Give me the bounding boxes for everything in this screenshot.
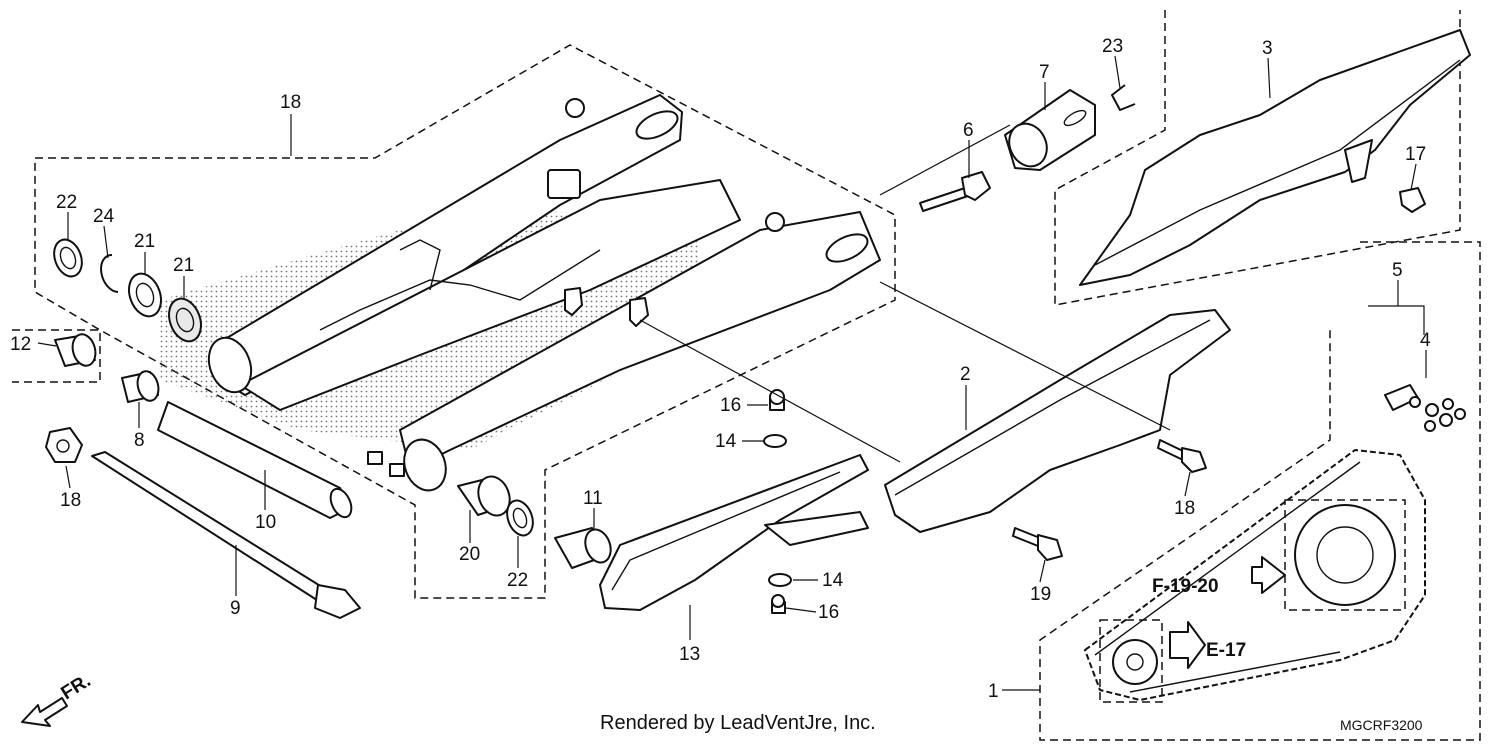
callout-22-left[interactable]: 22 (56, 192, 77, 213)
callout-1[interactable]: 1 (988, 681, 999, 702)
needle-bearing-20[interactable] (457, 472, 515, 520)
pivot-nut-19[interactable] (45, 427, 83, 463)
leader-5 (1368, 280, 1425, 335)
leader-18b (1039, 559, 1046, 583)
front-direction-marker: FR. (21, 670, 95, 727)
callout-14-lower[interactable]: 14 (822, 570, 844, 591)
washer-14-lower[interactable] (768, 573, 792, 587)
leader-16b (785, 607, 817, 613)
callout-3[interactable]: 3 (1262, 38, 1273, 59)
ref-e17-label[interactable]: E-17 (1206, 640, 1246, 661)
callout-5[interactable]: 5 (1392, 260, 1403, 281)
pivot-bolt-9[interactable] (91, 451, 361, 619)
callout-21-outer[interactable]: 21 (134, 231, 155, 252)
callout-21-inner[interactable]: 21 (173, 255, 194, 276)
alignment-line-3 (879, 124, 1011, 196)
pivot-collar-10[interactable] (157, 401, 355, 520)
bolt-18-upper[interactable] (1157, 439, 1207, 473)
seal-inset-outline (12, 329, 101, 383)
drive-sprocket (1099, 619, 1163, 703)
chain-guard-inset-outline (1054, 10, 1461, 306)
collar-8[interactable] (121, 369, 162, 403)
rear-sprocket (1284, 499, 1406, 611)
callout-14-upper[interactable]: 14 (715, 431, 737, 452)
callout-9[interactable]: 9 (230, 598, 241, 619)
ref-f1920-label[interactable]: F-19-20 (1152, 576, 1219, 597)
callout-23[interactable]: 23 (1102, 36, 1123, 57)
alignment-line-1 (879, 281, 1171, 431)
clip-23[interactable] (1111, 84, 1136, 111)
callout-20[interactable]: 20 (459, 544, 480, 565)
callout-18-upper[interactable]: 18 (1174, 498, 1195, 519)
leader-17 (1410, 163, 1417, 191)
callout-8[interactable]: 8 (134, 430, 145, 451)
bolt-17[interactable] (1399, 187, 1426, 213)
chain-adjuster-7[interactable] (1002, 89, 1096, 173)
snap-ring-24[interactable] (100, 253, 119, 293)
leader-18a (1184, 471, 1191, 497)
bolt-18-lower[interactable] (1012, 527, 1063, 561)
callout-16-upper[interactable]: 16 (720, 395, 741, 416)
front-arrow-icon (21, 697, 68, 727)
callout-13[interactable]: 13 (679, 644, 700, 665)
callout-12[interactable]: 12 (10, 334, 31, 355)
callout-18-lower[interactable]: 19 (1030, 584, 1051, 605)
dust-seal-22-right[interactable] (503, 497, 538, 539)
arrow-f1920-icon (1251, 556, 1286, 594)
chain-slider-13[interactable] (599, 454, 869, 611)
callout-7[interactable]: 7 (1039, 62, 1050, 83)
callout-15[interactable]: 18 (280, 92, 301, 113)
callout-17[interactable]: 17 (1405, 144, 1426, 165)
collar-12[interactable] (54, 332, 99, 369)
washer-14-upper[interactable] (763, 434, 787, 448)
collar-11[interactable] (554, 526, 615, 569)
drawing-code: MGCRF3200 (1340, 717, 1423, 733)
arrow-e17-icon (1169, 621, 1206, 669)
callout-11[interactable]: 11 (583, 488, 603, 509)
drive-chain-inset-outline (1039, 241, 1481, 741)
callout-19[interactable]: 18 (60, 490, 81, 511)
callout-2[interactable]: 2 (960, 364, 971, 385)
chain-case-2[interactable] (884, 309, 1231, 533)
leader-3 (1267, 57, 1271, 99)
callout-6[interactable]: 6 (963, 120, 974, 141)
callout-22-right[interactable]: 22 (507, 570, 528, 591)
callout-24[interactable]: 24 (93, 206, 115, 227)
alignment-line-2 (639, 319, 901, 463)
swingarm-assembly-outline (34, 44, 896, 599)
bolt-16-upper[interactable] (769, 389, 785, 411)
adjuster-bolt-6[interactable] (919, 171, 991, 212)
leader-19 (65, 465, 71, 489)
leader-23 (1114, 55, 1121, 89)
leader-24 (103, 225, 109, 259)
leader-12 (37, 342, 57, 347)
callout-16-lower[interactable]: 16 (818, 602, 839, 623)
callout-10[interactable]: 10 (255, 512, 276, 533)
dust-seal-22-left[interactable] (49, 236, 86, 281)
swingarm[interactable] (160, 94, 881, 496)
callout-4[interactable]: 4 (1420, 330, 1431, 351)
bolt-16-lower[interactable] (771, 594, 786, 614)
master-link-kit-4[interactable] (1384, 384, 1466, 432)
bearing-21-inner[interactable] (163, 294, 206, 346)
credit-line: Rendered by LeadVentJre, Inc. (600, 712, 876, 734)
bearing-21-outer[interactable] (123, 269, 166, 321)
chain-guard-3[interactable] (1079, 29, 1471, 286)
